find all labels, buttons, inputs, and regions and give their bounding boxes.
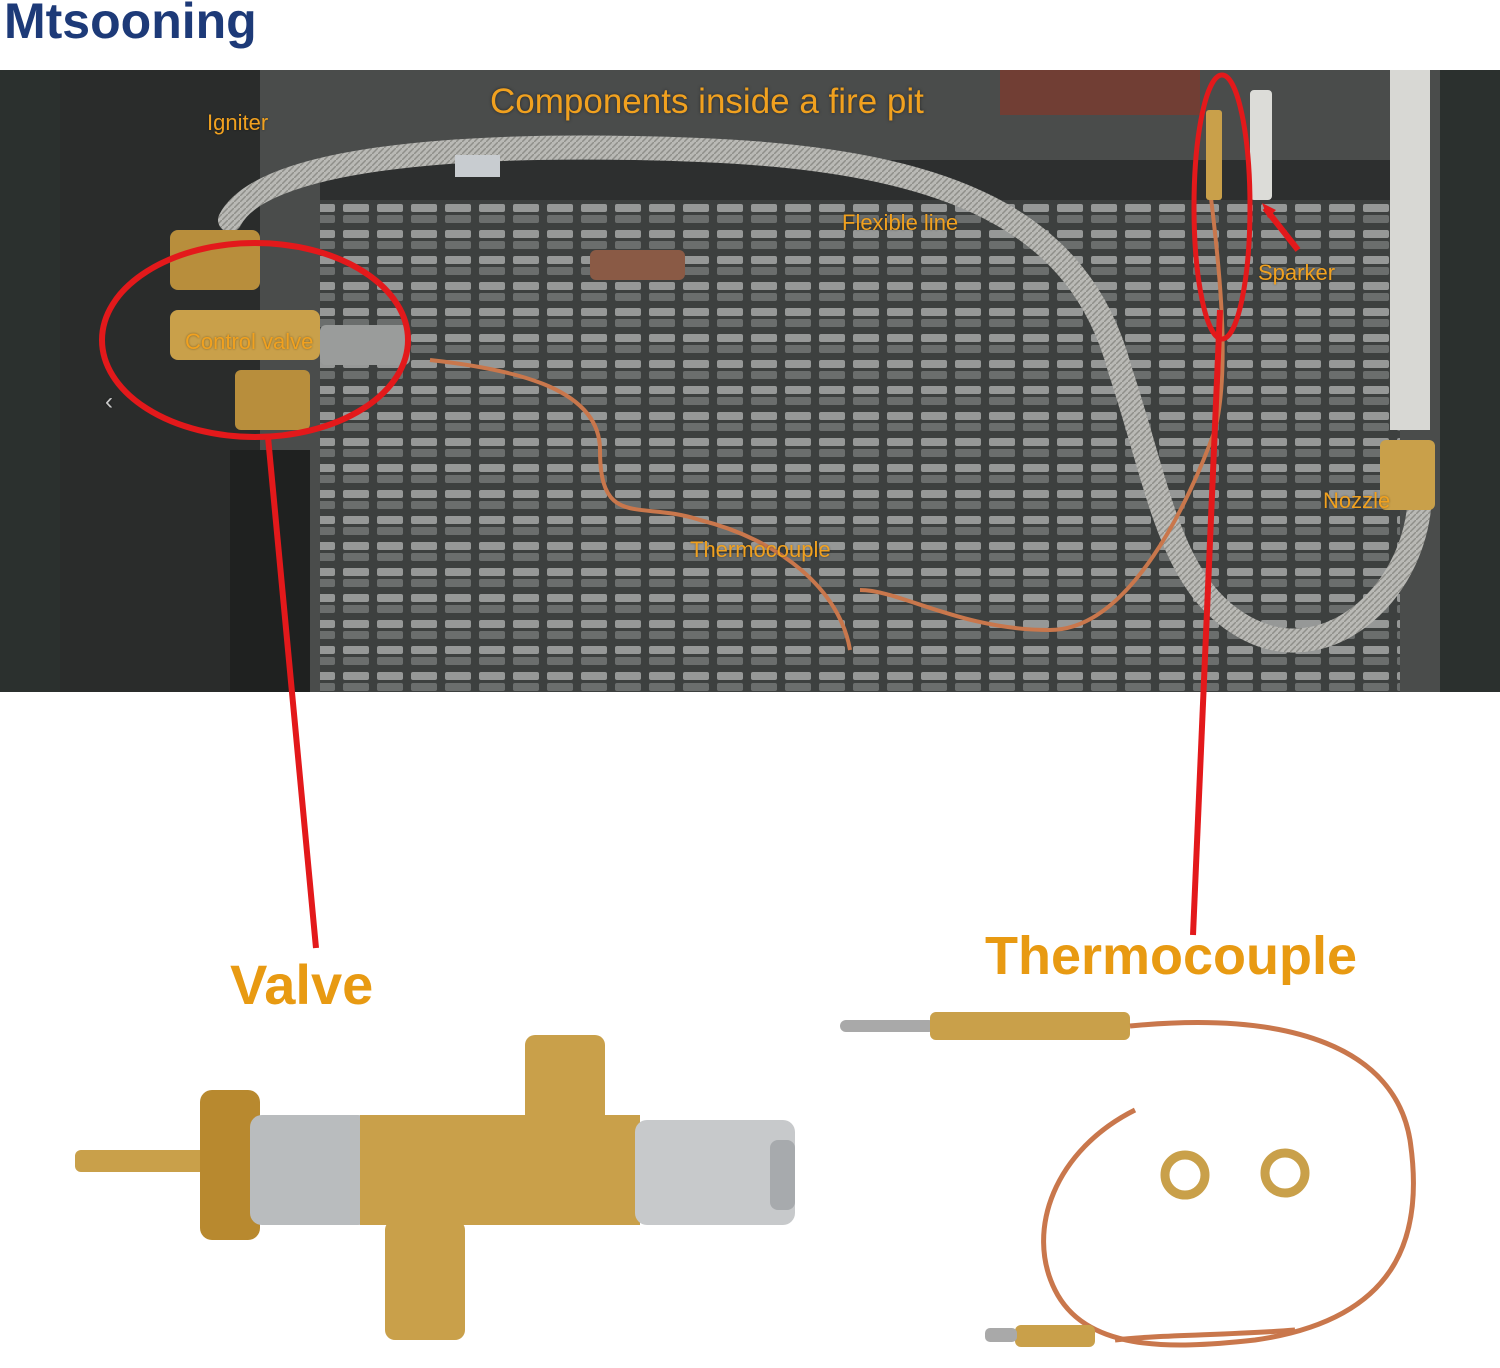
thermocouple-photo [840, 1012, 1416, 1348]
photo-title: Components inside a fire pit [490, 82, 924, 121]
valve-callout-title: Valve [230, 953, 374, 1016]
label-sparker: Sparker [1258, 260, 1336, 285]
thermocouple-callout-title: Thermocouple [985, 926, 1358, 986]
label-thermocouple: Thermocouple [690, 537, 831, 562]
valve-highlight-circle [99, 240, 411, 440]
label-control-valve: Control valve [185, 329, 314, 354]
label-flexible-line: Flexible line [842, 210, 959, 235]
fire-pit-scene [0, 70, 1500, 692]
label-igniter: Igniter [207, 110, 269, 135]
flexible-line [218, 135, 1432, 653]
brand-logo: Mtsooning [4, 0, 257, 49]
chevron-left-icon[interactable]: ‹ [105, 388, 113, 415]
label-nozzle: Nozzle [1323, 488, 1391, 513]
valve-photo [75, 1035, 795, 1340]
fire-pit-photo: Components inside a fire pit Igniter Fle… [0, 70, 1500, 692]
